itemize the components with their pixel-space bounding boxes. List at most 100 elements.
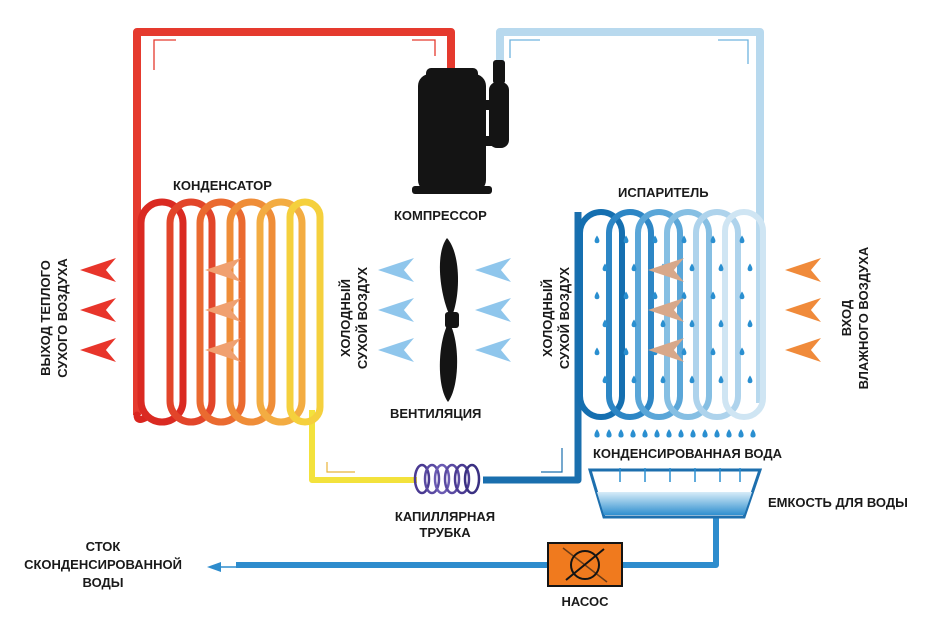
- water-drop: [602, 375, 608, 384]
- water-drop: [623, 347, 629, 356]
- humid-air-arrow: [648, 258, 684, 282]
- cold-air-left-line2: СУХОЙ ВОЗДУХ: [355, 267, 370, 370]
- drain-label-line3: ВОДЫ: [83, 575, 124, 590]
- water-drop: [681, 347, 687, 356]
- water-drop: [594, 347, 600, 356]
- cold-air-arrow: [378, 338, 414, 362]
- fan-icon: [439, 238, 459, 402]
- outlet-label-line1: ВЫХОД ТЕПЛОГО: [38, 260, 53, 376]
- cold-air-right-line1: ХОЛОДНЫЙ: [540, 279, 555, 357]
- compressor-icon: [412, 60, 509, 194]
- water-drop: [702, 429, 708, 438]
- water-drop: [681, 291, 687, 300]
- water-drop: [710, 347, 716, 356]
- evaporator-water-drops: [594, 235, 753, 384]
- condenser-label: КОНДЕНСАТОР: [173, 178, 272, 193]
- cold-air-arrow: [475, 298, 511, 322]
- water-drop: [660, 319, 666, 328]
- cold-air-arrow: [378, 298, 414, 322]
- hot-air-arrow: [80, 298, 116, 322]
- water-drop: [739, 347, 745, 356]
- humid-air-arrow: [648, 298, 684, 322]
- water-drop: [631, 375, 637, 384]
- hot-pipe: [133, 28, 455, 415]
- inlet-air-arrow: [785, 258, 821, 282]
- water-drop: [631, 319, 637, 328]
- condensed-water-drops: [594, 429, 756, 438]
- water-drop: [602, 319, 608, 328]
- water-drop: [738, 429, 744, 438]
- water-drop: [594, 291, 600, 300]
- water-tank-label: ЕМКОСТЬ ДЛЯ ВОДЫ: [768, 495, 908, 510]
- water-drop: [681, 235, 687, 244]
- inlet-label-line2: ВЛАЖНОГО ВОЗДУХА: [856, 246, 871, 389]
- water-drop: [642, 429, 648, 438]
- water-drop: [652, 291, 658, 300]
- condensed-water-label: КОНДЕНСИРОВАННАЯ ВОДА: [593, 446, 783, 461]
- drain-pipe: [236, 512, 719, 568]
- water-drop: [710, 291, 716, 300]
- inlet-air-arrow: [785, 338, 821, 362]
- water-drop: [690, 429, 696, 438]
- drain-label-line2: СКОНДЕНСИРОВАННОЙ: [24, 557, 182, 572]
- water-drop: [594, 235, 600, 244]
- water-drop: [747, 319, 753, 328]
- water-drop: [666, 429, 672, 438]
- cold-air-arrow: [378, 258, 414, 282]
- water-drop: [631, 263, 637, 272]
- cold-air-arrow: [475, 258, 511, 282]
- water-drop: [726, 429, 732, 438]
- water-drop: [652, 235, 658, 244]
- evaporator-label: ИСПАРИТЕЛЬ: [618, 185, 709, 200]
- ventilation-label: ВЕНТИЛЯЦИЯ: [390, 406, 481, 421]
- cold-pipe: [496, 28, 764, 403]
- water-drop: [623, 235, 629, 244]
- water-drop: [718, 375, 724, 384]
- cold-pipe-arrow-right: [718, 39, 749, 64]
- yellow-pipe-arrow: [326, 462, 355, 473]
- inlet-air-arrow: [785, 298, 821, 322]
- compressor-label: КОМПРЕССОР: [394, 208, 487, 223]
- water-drop: [689, 375, 695, 384]
- hot-pipe-arrow-right: [412, 39, 436, 56]
- water-drop: [623, 291, 629, 300]
- drain-label-line1: СТОК: [86, 539, 121, 554]
- capillary-label-line1: КАПИЛЛЯРНАЯ: [395, 509, 495, 524]
- water-drop: [747, 263, 753, 272]
- water-tank-icon: [587, 468, 763, 519]
- water-drop: [739, 291, 745, 300]
- water-drop: [618, 429, 624, 438]
- blue-pipe-arrow: [541, 448, 563, 473]
- warm-air-arrow: [205, 298, 241, 322]
- water-drop: [654, 429, 660, 438]
- water-drop: [714, 429, 720, 438]
- water-drop: [660, 375, 666, 384]
- outlet-label-line2: СУХОГО ВОЗДУХА: [55, 258, 70, 378]
- cold-air-left-line1: ХОЛОДНЫЙ: [338, 279, 353, 357]
- water-drop: [594, 429, 600, 438]
- capillary-label-line2: ТРУБКА: [419, 525, 471, 540]
- water-drop: [606, 429, 612, 438]
- water-drop: [689, 319, 695, 328]
- water-drop: [747, 375, 753, 384]
- inlet-label-line1: ВХОД: [839, 299, 854, 336]
- cold-pipe-arrow-left: [509, 39, 540, 58]
- cold-air-arrow: [475, 338, 511, 362]
- water-drop: [630, 429, 636, 438]
- water-drop: [678, 429, 684, 438]
- pump-icon: [547, 542, 623, 587]
- water-drop: [602, 263, 608, 272]
- drain-arrow: [207, 562, 221, 572]
- hot-pipe-arrow-left: [153, 39, 176, 70]
- warm-air-arrow: [205, 258, 241, 282]
- humid-air-arrow: [648, 338, 684, 362]
- water-drop: [718, 319, 724, 328]
- cold-air-right-line2: СУХОЙ ВОЗДУХ: [557, 267, 572, 370]
- hot-air-arrow: [80, 338, 116, 362]
- water-drop: [739, 235, 745, 244]
- water-drop: [689, 263, 695, 272]
- hot-air-arrow: [80, 258, 116, 282]
- pump-label: НАСОС: [561, 594, 609, 609]
- yellow-pipe: [309, 410, 417, 483]
